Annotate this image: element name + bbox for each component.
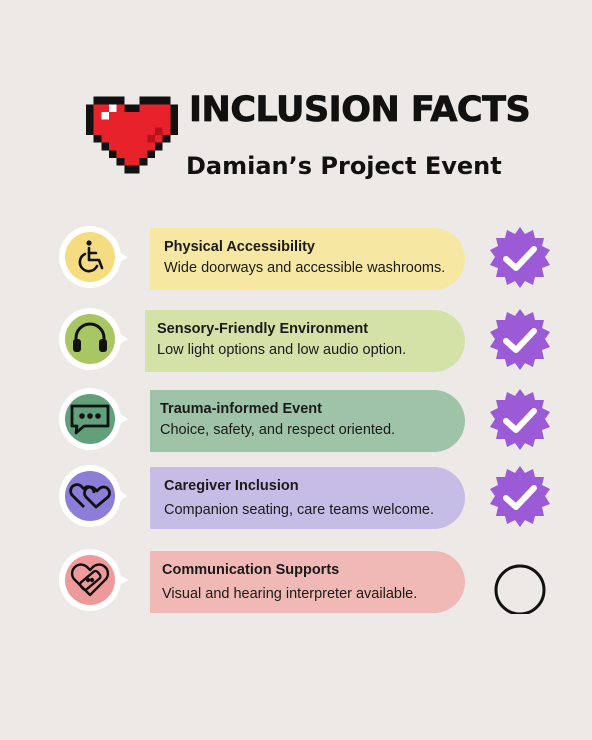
fact-description: Choice, safety, and respect oriented. [160, 422, 396, 438]
icon-bubble [59, 549, 128, 611]
fact-title: Physical Accessibility [164, 239, 315, 255]
chat-bubble-icon [70, 404, 110, 435]
pixel-heart-icon [86, 96, 178, 174]
checked-badge-icon [490, 389, 550, 450]
fact-title: Caregiver Inclusion [164, 478, 299, 494]
fact-card: Sensory-Friendly Environment Low light o… [145, 310, 465, 372]
headphones-icon [73, 322, 107, 352]
icon-bubble [59, 308, 128, 370]
checked-badge-icon [490, 466, 550, 527]
unchecked-circle-icon [494, 564, 546, 614]
fact-title: Sensory-Friendly Environment [157, 321, 369, 337]
list-item: Trauma-informed Event Choice, safety, an… [0, 384, 592, 456]
icon-bubble [59, 465, 128, 527]
list-item: Caregiver Inclusion Companion seating, c… [0, 461, 592, 533]
fact-card: Trauma-informed Event Choice, safety, an… [150, 390, 465, 452]
list-item: Communication Supports Visual and hearin… [0, 545, 592, 617]
list-item: Physical Accessibility Wide doorways and… [0, 222, 592, 294]
fact-description: Wide doorways and accessible washrooms. [164, 260, 446, 276]
page-title: INCLUSION FACTS [189, 90, 531, 131]
fact-title: Trauma-informed Event [160, 401, 322, 417]
bandaged-heart-icon [70, 563, 110, 597]
two-hearts-icon [69, 483, 111, 509]
fact-card: Caregiver Inclusion Companion seating, c… [150, 467, 465, 529]
checked-badge-icon [490, 309, 550, 370]
wheelchair-icon [78, 240, 104, 273]
fact-description: Companion seating, care teams welcome. [164, 502, 434, 518]
fact-card: Communication Supports Visual and hearin… [150, 551, 465, 613]
fact-card: Physical Accessibility Wide doorways and… [150, 228, 465, 290]
fact-description: Low light options and low audio option. [157, 342, 407, 358]
list-item: Sensory-Friendly Environment Low light o… [0, 304, 592, 376]
icon-bubble [59, 388, 128, 450]
page-subtitle: Damian’s Project Event [186, 152, 502, 180]
icon-bubble [59, 226, 128, 288]
fact-title: Communication Supports [162, 562, 340, 578]
checked-badge-icon [490, 227, 550, 288]
fact-description: Visual and hearing interpreter available… [162, 586, 418, 602]
